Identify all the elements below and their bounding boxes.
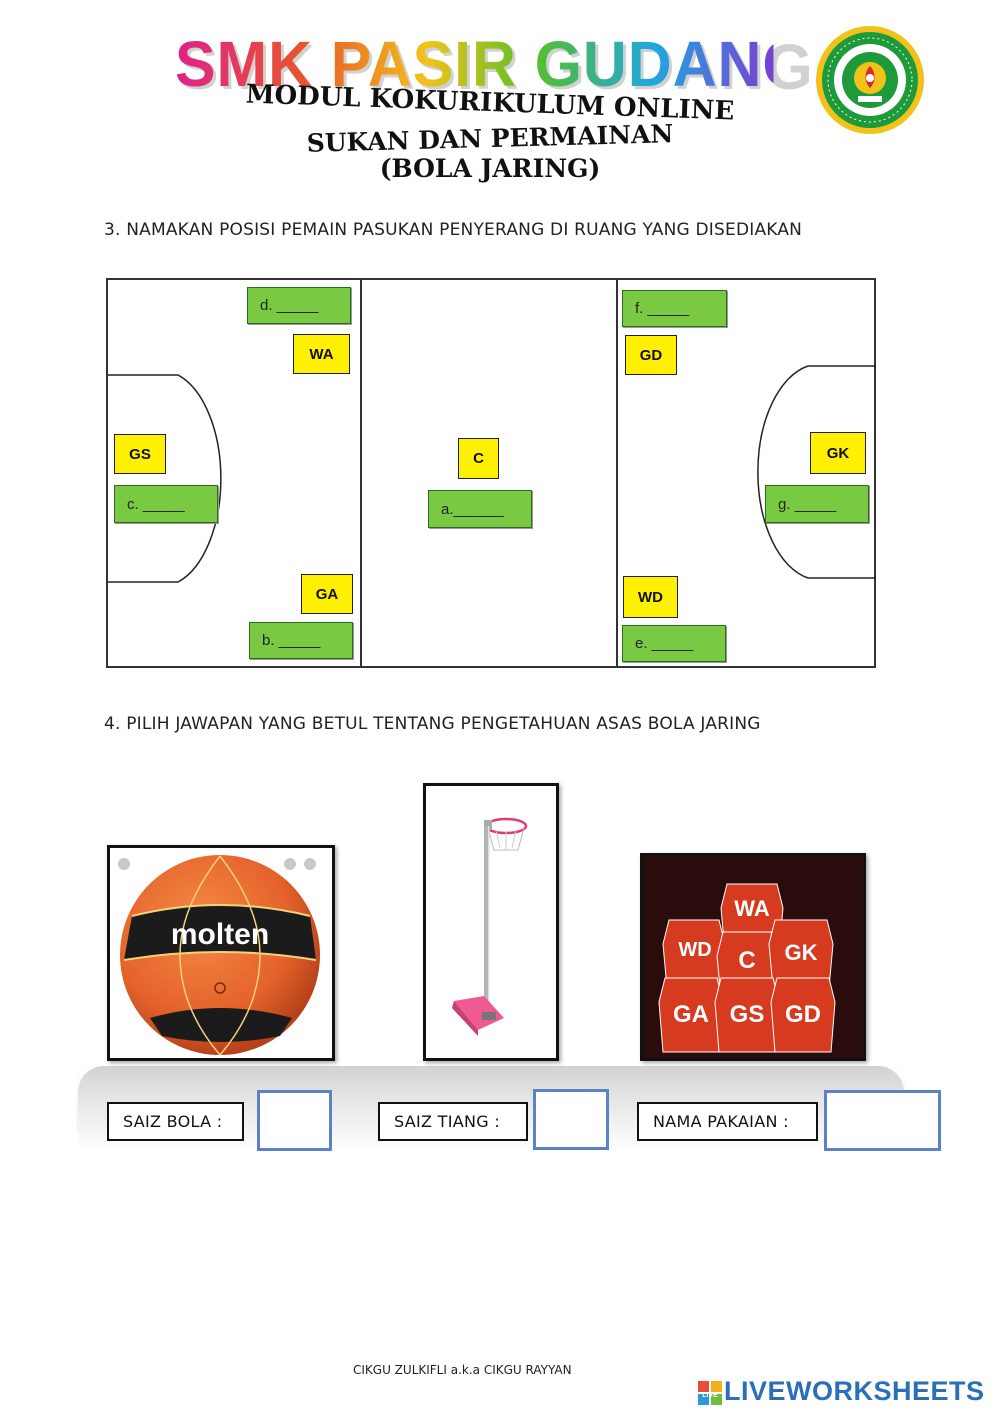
position-wa: WA bbox=[293, 334, 350, 374]
bib-c: C bbox=[738, 947, 755, 974]
ball-size-answer[interactable] bbox=[257, 1090, 332, 1151]
netball-post-image bbox=[423, 783, 559, 1061]
position-gd: GD bbox=[625, 335, 677, 375]
ball-brand-text: molten bbox=[171, 918, 269, 951]
position-gs: GS bbox=[114, 434, 166, 474]
school-title: SMK PASIR GUDANG 2 bbox=[175, 28, 864, 100]
court-third-line-left bbox=[360, 280, 362, 666]
question-4-text: 4. PILIH JAWAPAN YANG BETUL TENTANG PENG… bbox=[104, 714, 761, 734]
question-3-text: 3. NAMAKAN POSISI PEMAIN PASUKAN PENYERA… bbox=[104, 220, 803, 240]
position-gk: GK bbox=[810, 432, 866, 474]
liveworksheets-logo-icon: LIVE bbox=[698, 1381, 722, 1405]
blank-a[interactable]: a.______ bbox=[428, 490, 532, 528]
post-size-label: SAIZ TIANG : bbox=[378, 1102, 528, 1141]
post-size-answer[interactable] bbox=[533, 1089, 609, 1150]
bib-gd: GD bbox=[785, 1001, 821, 1028]
netball-ball-image: molten bbox=[107, 845, 335, 1061]
bib-ga: GA bbox=[673, 1001, 709, 1028]
school-crest-icon bbox=[814, 24, 926, 136]
bib-gs: GS bbox=[730, 1001, 765, 1028]
court-third-line-right bbox=[616, 280, 618, 666]
bib-name-label: NAMA PAKAIAN : bbox=[637, 1102, 818, 1141]
ball-size-label: SAIZ BOLA : bbox=[107, 1102, 244, 1141]
blank-c[interactable]: c. _____ bbox=[114, 485, 218, 523]
blank-b[interactable]: b. _____ bbox=[249, 622, 353, 659]
author-credit: CIKGU ZULKIFLI a.k.a CIKGU RAYYAN bbox=[353, 1363, 572, 1377]
module-title-line3: (BOLA JARING) bbox=[379, 154, 601, 183]
position-wd: WD bbox=[623, 576, 678, 618]
bib-name-answer[interactable] bbox=[824, 1090, 941, 1151]
bib-gk: GK bbox=[785, 940, 818, 965]
position-ga: GA bbox=[301, 574, 353, 614]
blank-d[interactable]: d. _____ bbox=[247, 287, 351, 324]
position-c: C bbox=[458, 438, 499, 479]
blank-f[interactable]: f. _____ bbox=[622, 290, 727, 327]
school-title-shadow: SMK PASIR GUDANG 2 bbox=[178, 31, 865, 103]
shooting-circle-left bbox=[108, 365, 876, 583]
liveworksheets-brand[interactable]: LIVEWORKSHEETS bbox=[724, 1376, 985, 1406]
netball-bibs-image: WA WD C GK GA GS GD bbox=[640, 853, 866, 1061]
blank-g[interactable]: g. _____ bbox=[765, 485, 869, 523]
bib-wa: WA bbox=[734, 896, 770, 921]
liveworksheets-icon-text: LIVE bbox=[702, 1392, 718, 1399]
blank-e[interactable]: e. _____ bbox=[622, 625, 726, 662]
bib-wd: WD bbox=[678, 939, 711, 961]
